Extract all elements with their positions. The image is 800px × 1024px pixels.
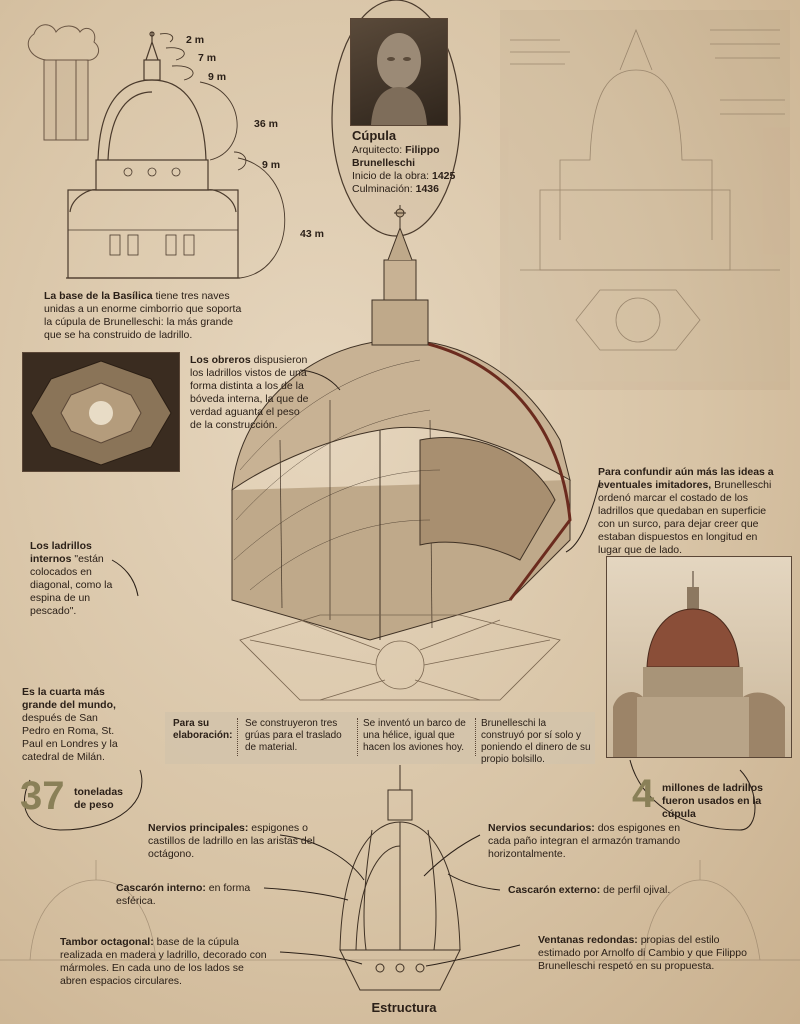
start-year: 1425 [431,170,456,182]
brunelleschi-portrait [350,18,448,126]
ventanas-bold: Ventanas redondas: [538,934,638,946]
note-ladrillos-bold: Los ladrillos internos [30,540,92,565]
exterior-dome-photo [606,556,792,758]
note-ladrillos-text: "están colocados en diagonal, como la es… [30,553,113,617]
divider [237,718,238,756]
elaboracion-bar: Para su elaboración: Se construyeron tre… [165,712,595,765]
weight-value: 37 [20,774,65,818]
elaboracion-item: Brunelleschi la construyó por sí solo y … [481,718,591,765]
interno-bold: Cascarón interno: [116,882,206,894]
interior-dome-photo [22,352,180,472]
elaboracion-item: Se construyeron tres grúas para el trasl… [245,718,342,753]
end-year: 1436 [415,183,439,195]
basilica-floor-plan [27,24,99,141]
note-tambor: Tambor octagonal: base de la cúpula real… [60,936,270,988]
note-basilica: La base de la Basílica tiene tres naves … [44,290,244,342]
cupula-title: Cúpula [352,128,397,143]
note-nervios-secundarios: Nervios secundarios: dos espigones en ca… [488,822,688,861]
externo-bold: Cascarón externo: [508,884,601,896]
note-ventanas: Ventanas redondas: propias del estilo es… [538,934,762,973]
principales-text: espigones o castillos de ladrillo en las… [148,822,315,860]
divider [357,718,358,756]
elaboracion-item: Se inventó un barco de una hélice, igual… [363,718,466,753]
note-basilica-text: tiene tres naves unidas a un enorme cimb… [44,290,242,341]
dimension-label: 2 m [186,34,205,46]
note-confundir-text: Brunelleschi ordenó marcar el costado de… [598,479,772,556]
note-cascaron-externo: Cascarón externo: de perfil ojival. [508,884,708,897]
note-nervios-principales: Nervios principales: espigones o castill… [148,822,324,861]
bricks-label: millones de ladrillos fueron usados en l… [662,782,763,820]
note-cuarta-text: después de San Pedro en Roma, St. Paul e… [22,712,118,763]
architect-label: Arquitecto: [352,144,403,156]
faded-side-domes [0,860,800,961]
dimension-label: 9 m [262,159,281,171]
externo-text: de perfil ojival. [603,884,671,896]
note-ladrillos: Los ladrillos internos "están colocados … [30,540,120,618]
bust-icon [371,33,427,125]
bricks-value: 4 [632,772,655,816]
historic-sketch [500,10,790,390]
note-obreros: Los obreros dispusieron los ladrillos vi… [190,354,310,432]
tambor-text: base de la cúpula realizada en madera y … [60,936,267,987]
cathedral-elevation [66,31,286,279]
footer-title: Estructura [371,1000,437,1015]
tambor-bold: Tambor octagonal: [60,936,154,948]
note-basilica-bold: La base de la Basílica [44,290,153,302]
weight-label: toneladas de peso [74,786,124,811]
dimension-label: 7 m [198,52,217,64]
secundarios-bold: Nervios secundarios: [488,822,595,834]
ventanas-text: propias del estilo estimado por Arnolfo … [538,934,747,972]
cupula-info: Cúpula Arquitecto: Filippo Brunelleschi … [352,128,462,196]
leader-lines [24,369,756,967]
architect-name: Filippo Brunelleschi [352,144,440,169]
interno-text: en forma esférica. [116,882,251,907]
note-obreros-bold: Los obreros [190,354,251,366]
principales-bold: Nervios principales: [148,822,249,834]
divider [475,718,476,756]
note-cuarta-bold: Es la cuarta más grande del mundo, [22,686,116,711]
note-obreros-text: dispusieron los ladrillos vistos de una … [190,354,309,431]
note-confundir-bold: Para confundir aún más las ideas a event… [598,466,774,491]
secundarios-text: dos espigones en cada paño integran el a… [488,822,681,860]
dimension-label: 43 m [300,228,324,240]
dimension-label: 36 m [254,118,278,130]
dimension-label: 9 m [208,71,227,83]
end-label: Culminación: [352,183,413,195]
note-confundir: Para confundir aún más las ideas a event… [598,466,774,557]
note-cuarta: Es la cuarta más grande del mundo, despu… [22,686,128,764]
note-cascaron-interno: Cascarón interno: en forma esférica. [116,882,286,908]
structure-diagram [339,765,461,991]
elaboracion-label: Para su elaboración: [173,718,233,741]
start-label: Inicio de la obra: [352,170,430,182]
floor-plan-rays [239,614,561,701]
dome-cutaway [231,205,572,641]
